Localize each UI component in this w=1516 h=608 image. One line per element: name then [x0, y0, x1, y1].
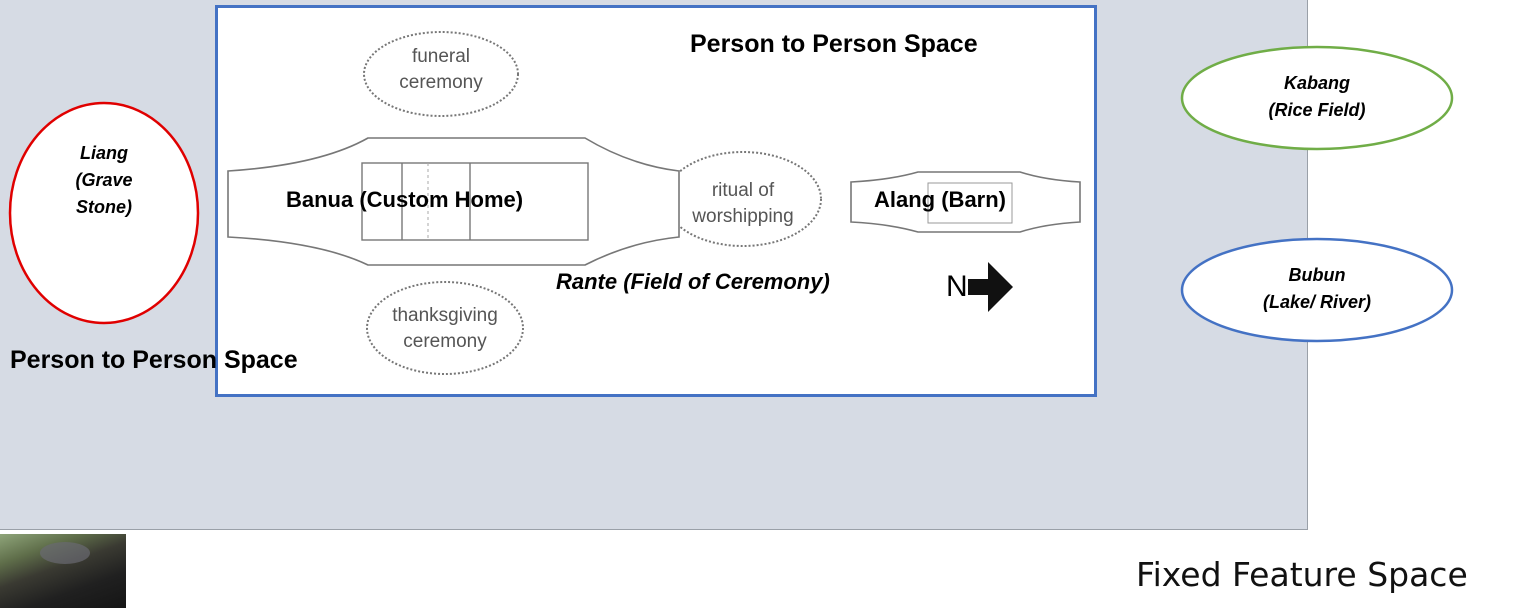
thanks-line2: ceremony [403, 330, 487, 352]
liang-line1: Liang [80, 143, 128, 163]
liang-text: Liang (Grave Stone) [30, 140, 178, 221]
ritual-line1: ritual of [711, 180, 775, 201]
ritual-line2: worshipping [692, 205, 794, 227]
thanks-ellipse [366, 281, 524, 375]
stone-photo-thumbnail [0, 534, 126, 608]
funeral-ceremony-text: funeral ceremony [380, 44, 502, 95]
person-space-bottom-label: Person to Person Space [10, 346, 298, 374]
liang-line2: (Grave [75, 170, 133, 190]
ritual-worship-text: ritual of worshipping [682, 178, 804, 229]
north-arrow-icon [968, 262, 1013, 312]
alang-label: Alang (Barn) [874, 187, 1006, 212]
liang-ellipse [8, 101, 200, 325]
kabang-text: Kabang (Rice Field) [1200, 70, 1434, 124]
banua-label: Banua (Custom Home) [286, 187, 524, 212]
funeral-ellipse [363, 31, 519, 117]
ritual-ellipse [664, 151, 822, 247]
north-letter: N [946, 270, 968, 303]
funeral-line1: funeral [411, 46, 471, 67]
bubun-ellipse [1180, 237, 1454, 343]
kabang-line2: (Rice Field) [1268, 100, 1366, 120]
person-space-top-label: Person to Person Space [690, 30, 978, 58]
bubun-line1: Bubun [1288, 265, 1346, 285]
bubun-line2: (Lake/ River) [1262, 292, 1372, 312]
alang-barn-shape [850, 171, 1081, 233]
kabang-ellipse [1180, 45, 1454, 151]
banua-floor-plan [361, 162, 589, 241]
bubun-text: Bubun (Lake/ River) [1200, 262, 1434, 316]
funeral-line2: ceremony [399, 71, 483, 93]
rante-label: Rante (Field of Ceremony) [556, 269, 830, 294]
liang-line3: Stone) [76, 197, 132, 217]
thanks-line1: thanksgiving [392, 305, 498, 326]
fixed-feature-label: Fixed Feature Space [1136, 555, 1468, 594]
kabang-line1: Kabang [1283, 73, 1350, 93]
thanksgiving-ceremony-text: thanksgiving ceremony [380, 303, 510, 354]
banua-house-shape [227, 137, 680, 266]
